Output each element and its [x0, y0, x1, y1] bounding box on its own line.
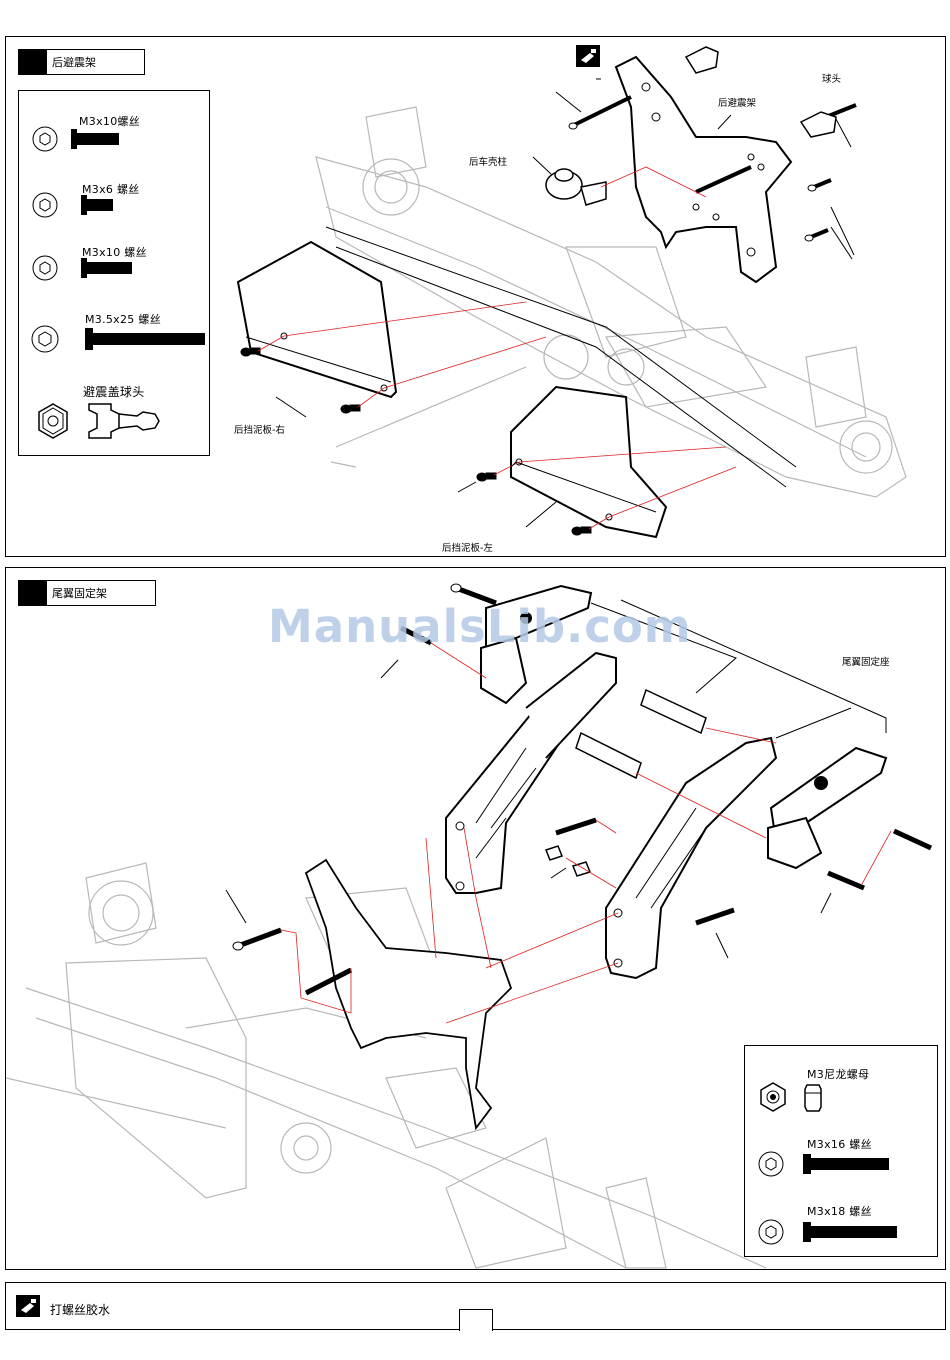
callout-rear-mudguard-left: 后挡泥板-左	[442, 540, 493, 554]
m3-5x25-screw-icon	[29, 323, 209, 363]
m3x10-screw-icon-2	[29, 254, 139, 294]
m3x18-screw-icon	[755, 1216, 915, 1252]
m3x16-screw-icon	[755, 1148, 905, 1184]
shock-tower-outline-step2	[306, 860, 511, 1128]
m3-nylon-nut-icon	[755, 1079, 835, 1115]
rear-shock-tower-drawing	[616, 57, 791, 282]
wing-mount-left-drawing	[446, 653, 616, 893]
rear-mudguard-left-drawing	[511, 387, 736, 537]
thread-lock-icon-footer	[16, 1295, 40, 1317]
m3x10-screw-icon	[29, 123, 129, 163]
thread-lock-icon	[576, 45, 600, 67]
wing-seat-right-drawing	[768, 748, 886, 868]
step1-parts-list: M3x10螺丝 M3x6 螺丝 M3x10 螺丝 M3.5x25 螺丝	[18, 90, 210, 456]
callout-rear-body-post: 后车壳柱	[469, 154, 507, 168]
footer-legend: 打螺丝胶水	[5, 1282, 946, 1330]
callout-ball-head: 球头	[822, 71, 841, 85]
callout-rear-shock-tower: 后避震架	[718, 95, 756, 109]
shock-ball-end-icon	[27, 396, 207, 451]
step2-panel: 尾翼固定架	[5, 567, 946, 1270]
callout-rear-mudguard-right: 后挡泥板-右	[234, 422, 285, 436]
ball-heads-drawing	[686, 47, 836, 137]
step2-parts-list: M3尼龙螺母 M3x16 螺丝 M3x18 螺丝	[744, 1045, 938, 1257]
m3x6-screw-icon	[29, 191, 129, 231]
callout-wing-mount-seat: 尾翼固定座	[842, 654, 890, 668]
watermark: ManualsLib.com	[268, 600, 692, 653]
step1-panel: 后避震架	[5, 36, 946, 557]
footer-note: 打螺丝胶水	[50, 1301, 110, 1318]
page-number-tab	[459, 1309, 493, 1331]
